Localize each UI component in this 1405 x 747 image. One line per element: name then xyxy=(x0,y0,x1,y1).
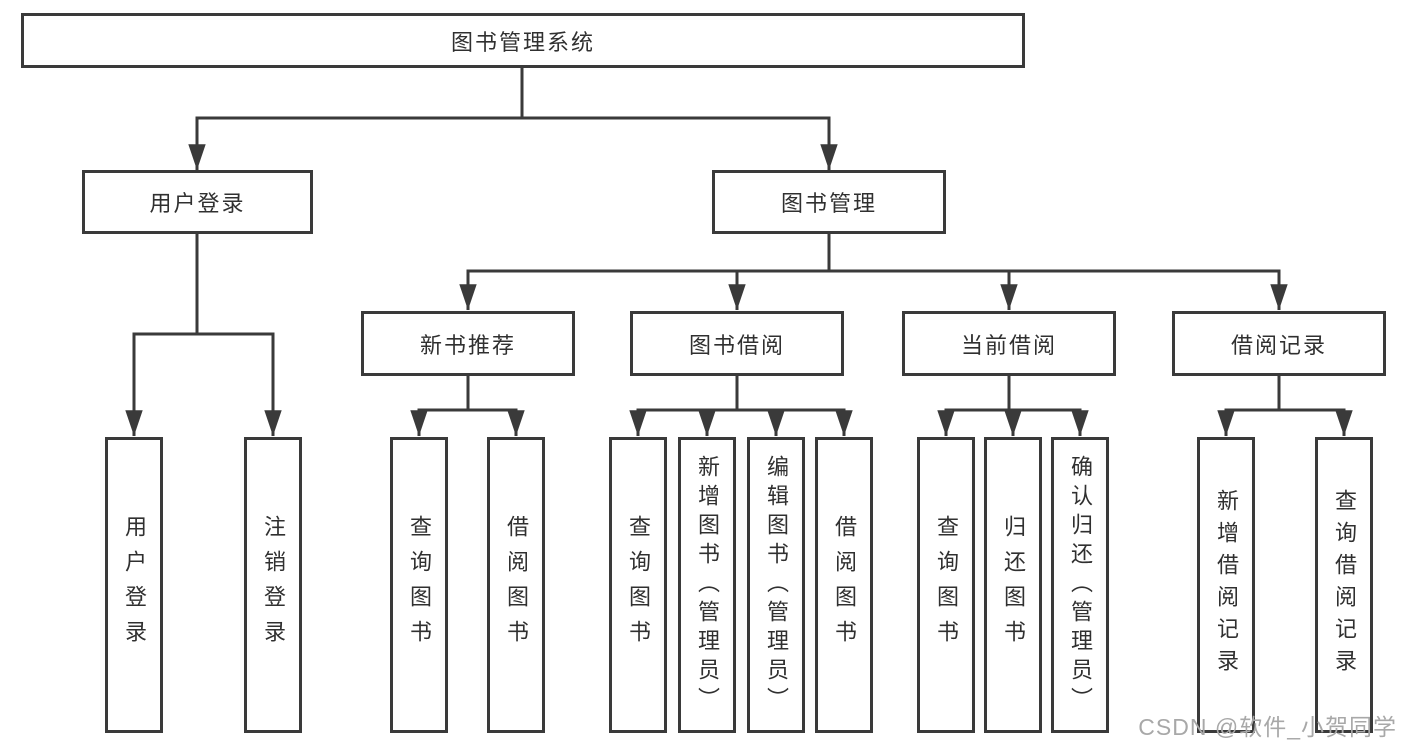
node-records-query-record-label: 查询借阅记录 xyxy=(1332,489,1357,681)
node-current-return-book: 归还图书 xyxy=(984,437,1042,733)
node-book-management: 图书管理 xyxy=(712,170,946,234)
node-borrow-query-book-label: 查询图书 xyxy=(626,515,651,655)
node-borrow-records-label: 借阅记录 xyxy=(1230,332,1327,358)
node-borrow-records: 借阅记录 xyxy=(1172,311,1386,376)
node-recommend-query-book: 查询图书 xyxy=(390,437,448,733)
node-borrow-borrow-book-label: 借阅图书 xyxy=(832,515,857,655)
node-records-add-record-label: 新增借阅记录 xyxy=(1214,489,1239,681)
node-current-borrow-label: 当前借阅 xyxy=(960,332,1057,358)
node-logout-action: 注销登录 xyxy=(244,437,302,733)
node-current-query-book: 查询图书 xyxy=(917,437,975,733)
node-records-add-record: 新增借阅记录 xyxy=(1197,437,1255,733)
node-user-login-action-label: 用户登录 xyxy=(122,515,147,655)
node-book-management-label: 图书管理 xyxy=(780,191,877,216)
node-user-login: 用户登录 xyxy=(82,170,313,234)
node-current-query-book-label: 查询图书 xyxy=(934,515,959,655)
node-borrow-add-book-admin: 新增图书（管理员） xyxy=(678,437,736,733)
node-borrow-query-book: 查询图书 xyxy=(609,437,667,733)
node-records-query-record: 查询借阅记录 xyxy=(1315,437,1373,733)
node-new-book-recommend-label: 新书推荐 xyxy=(419,332,516,358)
node-current-borrow: 当前借阅 xyxy=(902,311,1116,376)
node-recommend-query-book-label: 查询图书 xyxy=(407,515,432,655)
node-new-book-recommend: 新书推荐 xyxy=(361,311,575,376)
node-logout-action-label: 注销登录 xyxy=(261,515,286,655)
node-borrow-edit-book-admin-label: 编辑图书（管理员） xyxy=(764,454,789,716)
node-borrow-edit-book-admin: 编辑图书（管理员） xyxy=(747,437,805,733)
node-library-system: 图书管理系统 xyxy=(21,13,1025,68)
csdn-watermark: CSDN @软件_小贺同学 xyxy=(1138,714,1397,740)
node-user-login-action: 用户登录 xyxy=(105,437,163,733)
node-current-confirm-return-admin-label: 确认归还（管理员） xyxy=(1068,454,1093,716)
node-recommend-borrow-book-label: 借阅图书 xyxy=(504,515,529,655)
node-book-borrow: 图书借阅 xyxy=(630,311,844,376)
node-current-confirm-return-admin: 确认归还（管理员） xyxy=(1051,437,1109,733)
node-user-login-label: 用户登录 xyxy=(149,191,246,216)
node-borrow-borrow-book: 借阅图书 xyxy=(815,437,873,733)
node-book-borrow-label: 图书借阅 xyxy=(688,332,785,358)
node-borrow-add-book-admin-label: 新增图书（管理员） xyxy=(695,454,720,716)
node-library-system-label: 图书管理系统 xyxy=(450,29,595,55)
node-recommend-borrow-book: 借阅图书 xyxy=(487,437,545,733)
node-current-return-book-label: 归还图书 xyxy=(1001,515,1026,655)
